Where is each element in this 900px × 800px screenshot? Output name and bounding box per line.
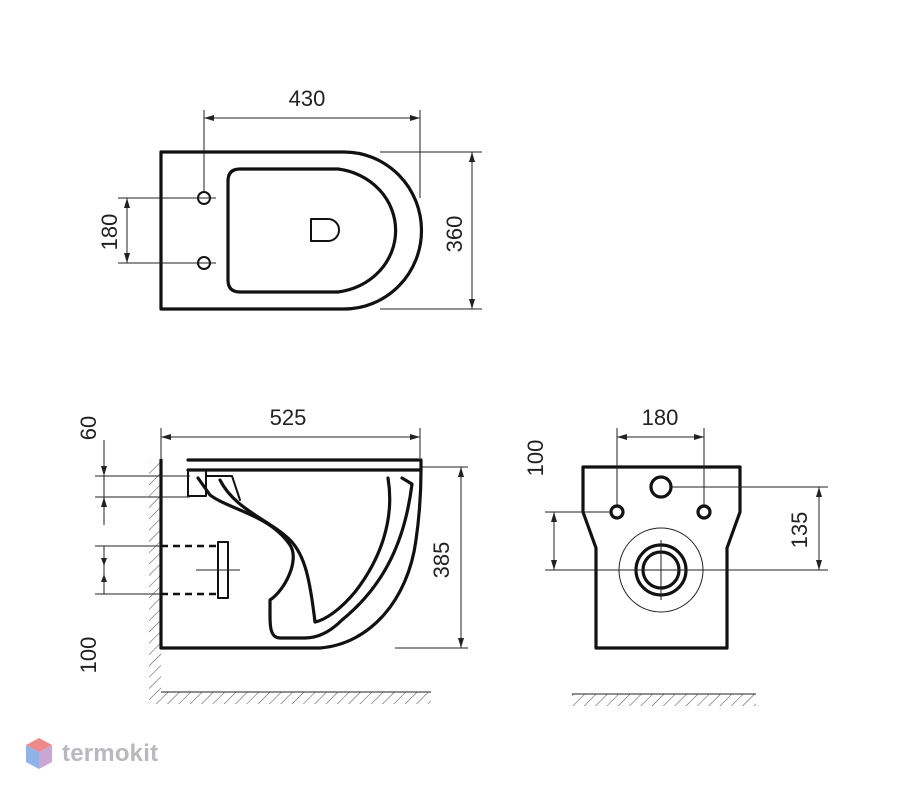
- dim-label-100-side: 100: [76, 637, 101, 674]
- wall-hatch: [149, 462, 161, 692]
- watermark: termokit: [24, 736, 158, 772]
- front-bolt-hole-left: [609, 504, 625, 520]
- dim-label-360: 360: [442, 216, 467, 253]
- dim-label-180-front: 180: [642, 405, 679, 430]
- dim-label-430: 430: [289, 86, 326, 111]
- dim-label-135: 135: [787, 512, 812, 549]
- top-view-outline: [159, 150, 424, 311]
- top-view-inner-rim: [226, 167, 398, 294]
- top-view: 430 360 180: [97, 86, 482, 311]
- floor-hatch-side: [149, 692, 431, 704]
- dim-label-100-front: 100: [523, 440, 548, 477]
- front-body-outline: [581, 465, 742, 650]
- side-view: 525 385 60 100: [76, 405, 468, 704]
- termokit-logo-icon: [26, 738, 52, 769]
- top-view-drain: [310, 218, 340, 242]
- side-seat-top: [186, 458, 423, 472]
- side-outlet-flange: [217, 541, 229, 599]
- side-trap-inner: [218, 476, 392, 624]
- watermark-text: termokit: [62, 740, 159, 767]
- side-body-outline: [159, 468, 423, 650]
- side-trap-line: [196, 476, 414, 640]
- dim-label-60: 60: [76, 416, 101, 440]
- floor-hatch-front: [572, 694, 756, 706]
- side-flush-inlet: [187, 471, 241, 501]
- dim-label-525: 525: [270, 405, 307, 430]
- front-bolt-hole-right: [696, 504, 712, 520]
- dim-label-385: 385: [429, 542, 454, 579]
- front-inlet-hole: [649, 475, 673, 499]
- dim-label-180-top: 180: [97, 214, 122, 251]
- front-view: 180 135 100: [523, 405, 828, 706]
